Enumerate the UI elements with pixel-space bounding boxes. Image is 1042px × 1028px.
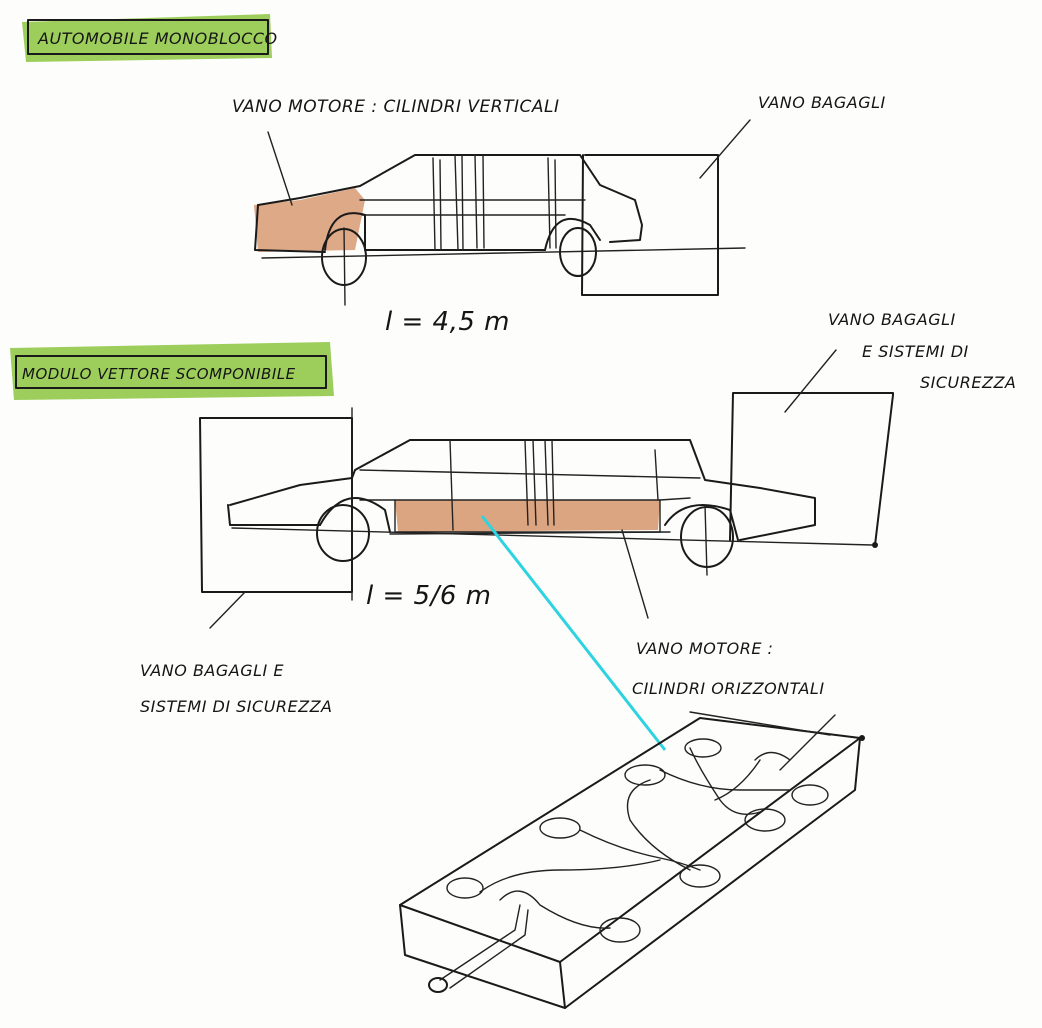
pipe-2	[626, 779, 691, 871]
modular-body-outline	[229, 439, 816, 541]
pipe-6	[499, 890, 611, 929]
cylinder-4	[744, 808, 786, 832]
modular-trunk-rear-label-3: SICUREZZA	[920, 373, 1016, 392]
cylinder-6	[679, 864, 721, 888]
title-frame-1	[27, 19, 269, 55]
modular-front-arch	[319, 497, 391, 533]
cylinder-7	[446, 877, 484, 899]
platform-edge-marks	[689, 711, 836, 771]
cylinder-8	[599, 917, 641, 943]
platform-top-face	[399, 717, 861, 963]
monoblock-body-outline	[257, 154, 643, 243]
modular-trunk-front-label-2: SISTEMI DI SICUREZZA	[140, 697, 333, 716]
monoblock-rear-arch	[544, 217, 601, 251]
monoblock-engine-label: VANO MOTORE : CILINDRI VERTICALI	[232, 97, 559, 117]
monoblock-trunk-box	[581, 154, 719, 296]
platform-front-face	[399, 904, 566, 1009]
monoblock-length-label: l = 4,5 m	[385, 307, 510, 337]
modular-engine-pointer	[621, 529, 649, 619]
modular-ground-line	[231, 527, 873, 546]
pipe-1	[689, 747, 761, 815]
modular-engine-label-2: CILINDRI ORIZZONTALI	[632, 679, 825, 698]
modular-rear-arch	[664, 504, 739, 541]
pipe-4	[579, 829, 701, 871]
pipe-8	[449, 909, 529, 989]
pipe-3	[659, 769, 791, 791]
title-frame-2	[15, 355, 327, 389]
monoblock-front-axle	[343, 227, 346, 306]
modular-trunk-front-pointer	[209, 591, 246, 629]
modular-pillars	[449, 439, 659, 531]
modular-trunk-rear-label-1: VANO BAGAGLI	[828, 310, 956, 329]
modular-engine-label-1: VANO MOTORE :	[636, 639, 773, 658]
pipe-9	[714, 759, 761, 801]
pipe-5	[479, 859, 661, 893]
exhaust-tip	[428, 977, 448, 993]
modular-car	[199, 349, 894, 629]
platform-corner-dot	[859, 735, 865, 741]
monoblock-title-box: AUTOMOBILE MONOBLOCCO	[22, 14, 278, 62]
pipe-7	[439, 904, 521, 981]
monoblock-front-bumper	[254, 204, 326, 253]
modular-trunk-rear-pointer	[784, 349, 837, 413]
modular-front-bumper	[227, 504, 321, 526]
monoblock-trunk-label: VANO BAGAGLI	[758, 93, 886, 112]
monoblock-engine-fill	[254, 188, 365, 252]
cylinder-5	[539, 817, 581, 839]
modular-title: MODULO VETTORE SCOMPONIBILE	[22, 365, 296, 383]
cylinder-2	[624, 764, 666, 786]
modular-trunk-rear-label-2: E SISTEMI DI	[862, 342, 969, 361]
modular-left-box	[199, 417, 353, 593]
cylinder-1	[684, 738, 722, 758]
modular-length-label: l = 5/6 m	[366, 581, 491, 611]
cylinders	[446, 738, 829, 943]
monoblock-ground-line	[261, 247, 746, 259]
monoblock-pillars	[432, 154, 557, 251]
monoblock-engine-pointer	[267, 131, 293, 206]
modular-right-box-dot	[872, 542, 878, 548]
monoblock-car	[254, 119, 751, 306]
engine-platform-sketch	[399, 711, 865, 1009]
cylinder-3	[791, 784, 829, 806]
platform-side-face	[564, 737, 861, 1009]
title-highlight-1	[22, 14, 272, 62]
modular-title-box: MODULO VETTORE SCOMPONIBILE	[10, 342, 334, 400]
pipe-10	[754, 751, 791, 761]
modular-trunk-front-label-1: VANO BAGAGLI E	[140, 661, 284, 680]
modular-beltline	[359, 469, 701, 479]
callout-line	[480, 515, 667, 751]
monoblock-title: AUTOMOBILE MONOBLOCCO	[37, 29, 278, 48]
modular-right-box	[729, 392, 894, 546]
monoblock-trunk-pointer	[699, 119, 751, 179]
manifold-pipes	[439, 747, 791, 989]
modular-front-wheel	[316, 504, 370, 562]
